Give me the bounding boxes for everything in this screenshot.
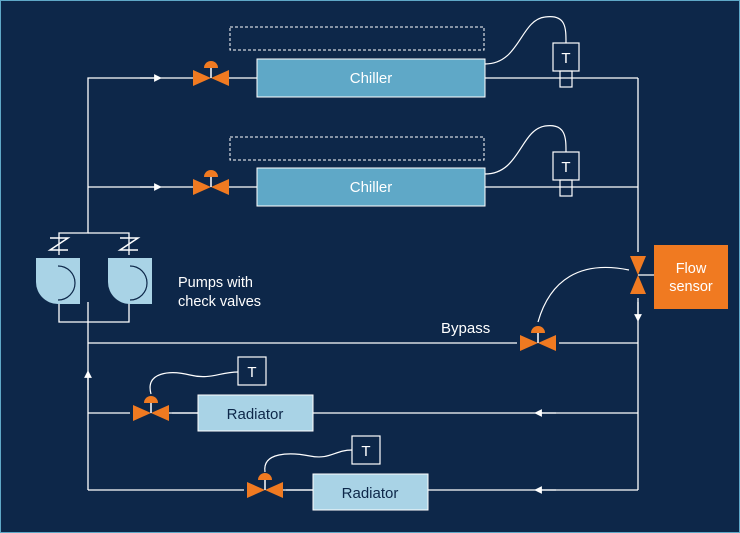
check-valve-icon bbox=[47, 237, 141, 251]
flow-valve-icon bbox=[630, 256, 655, 294]
chiller-label: Chiller bbox=[350, 70, 393, 87]
chiller-top: Chiller bbox=[256, 58, 486, 98]
pumps-label-line2: check valves bbox=[178, 294, 261, 310]
flow-sensor-label-line1: Flow bbox=[676, 261, 707, 277]
temp-sensor-label: T bbox=[361, 443, 370, 460]
temp-sensor-label: T bbox=[561, 159, 570, 176]
chiller-bottom: Chiller bbox=[256, 167, 486, 207]
flow-sensor-label-line2: sensor bbox=[669, 279, 713, 295]
temp-sensor-chiller-bottom: T bbox=[484, 125, 580, 197]
bypass-control-line bbox=[537, 266, 630, 323]
temp-sensor-radiator-bottom: T bbox=[264, 435, 381, 473]
temp-sensor-label: T bbox=[561, 50, 570, 67]
standby-chiller-outline bbox=[229, 26, 485, 51]
chiller-label: Chiller bbox=[350, 179, 393, 196]
radiator-bottom: Radiator bbox=[312, 473, 429, 511]
flow-sensor-box: Flow sensor bbox=[654, 245, 728, 309]
radiator-top: Radiator bbox=[197, 394, 314, 432]
temp-sensor-chiller-top: T bbox=[484, 16, 580, 88]
temp-sensor-radiator-top: T bbox=[149, 356, 267, 395]
pump-icon bbox=[108, 258, 152, 304]
radiator-label: Radiator bbox=[227, 406, 284, 423]
temp-sensor-label: T bbox=[247, 364, 256, 381]
bypass-label: Bypass bbox=[441, 320, 490, 337]
flow-arrows bbox=[84, 74, 642, 494]
radiator-label: Radiator bbox=[342, 485, 399, 502]
pump-icon bbox=[36, 258, 80, 304]
standby-chiller-outline bbox=[229, 136, 485, 161]
pumps-label-line1: Pumps with bbox=[178, 275, 253, 291]
